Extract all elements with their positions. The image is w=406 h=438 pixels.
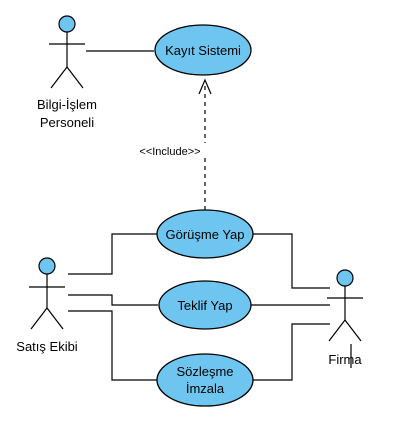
use-case-sozlesme-imzala-label-line2: İmzala (186, 381, 225, 396)
use-case-kayit-sistemi[interactable]: Kayıt Sistemi (154, 24, 252, 76)
association-satis-gorusme (68, 233, 158, 275)
actor-firma[interactable]: Firma (327, 269, 363, 367)
use-case-teklif-yap-label: Teklif Yap (177, 298, 232, 313)
actor-bilgi-islem-label-line2: Personeli (40, 115, 94, 130)
actor-left-leg (328, 319, 346, 342)
use-case-kayit-sistemi-label: Kayıt Sistemi (165, 43, 241, 58)
use-case-sozlesme-imzala-shape (156, 353, 254, 407)
actor-right-leg (46, 307, 64, 330)
use-case-sozlesme-imzala-label-line1: Sözleşme (176, 364, 233, 379)
actor-head-icon (58, 15, 76, 33)
association-satis-sozlesme (68, 310, 158, 381)
actor-left-leg (30, 307, 48, 330)
use-case-gorusme-yap-shape (156, 209, 254, 259)
include-stereotype-label: <<Include>> (139, 146, 200, 158)
use-case-sozlesme-imzala[interactable]: Sözleşme İmzala (156, 353, 254, 407)
actor-satis-ekibi-label: Satış Ekibi (16, 339, 78, 354)
actor-bilgi-islem-personeli[interactable]: Bilgi-İşlem Personeli (37, 15, 97, 130)
actor-right-leg (344, 319, 362, 342)
association-sozlesme-firma (252, 323, 330, 381)
use-case-gorusme-yap[interactable]: Görüşme Yap (156, 209, 254, 259)
include-label-bg (133, 143, 207, 158)
association-satis-teklif (68, 294, 158, 306)
association-gorusme-firma (252, 233, 330, 289)
actor-left-leg (50, 66, 68, 89)
use-case-gorusme-yap-label: Görüşme Yap (165, 227, 244, 242)
actor-bilgi-islem-label-line1: Bilgi-İşlem (37, 97, 97, 112)
actor-head-icon (336, 269, 354, 287)
actor-satis-ekibi[interactable]: Satış Ekibi (16, 257, 78, 354)
include-arrowhead (198, 78, 212, 95)
actor-right-leg (66, 66, 84, 89)
actor-firma-label: Firma (328, 352, 362, 367)
use-case-teklif-yap-shape (158, 280, 252, 330)
actor-head-icon (38, 257, 56, 275)
use-case-teklif-yap[interactable]: Teklif Yap (158, 280, 252, 330)
use-case-kayit-sistemi-shape (154, 24, 252, 76)
